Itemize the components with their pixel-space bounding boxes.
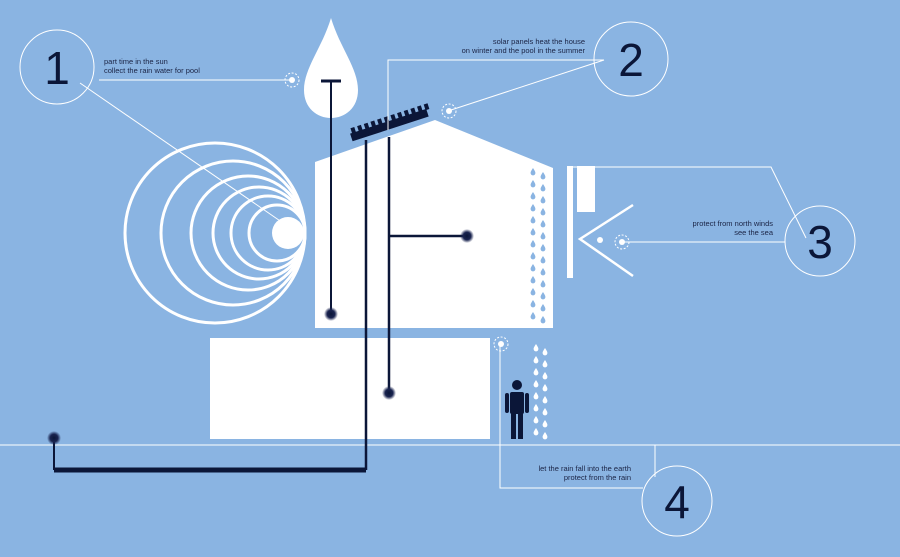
pipe-lines [53, 82, 466, 473]
callout-4-text-line2: protect from the rain [564, 473, 631, 482]
callout-2: 2 solar panels heat the house on winter … [462, 21, 669, 97]
sun-icon [123, 141, 307, 325]
rain-drop-mark [540, 184, 546, 192]
callout-3-text-line2: see the sea [734, 228, 774, 237]
solar-panel-cell [410, 107, 417, 115]
rain-drop-mark [533, 404, 539, 412]
solar-panel-cell [390, 114, 397, 122]
rain-drop-mark [540, 256, 546, 264]
rain-drop-mark [542, 372, 548, 380]
callout-3: 3 protect from north winds see the sea [693, 205, 856, 277]
wind-screen [567, 166, 595, 278]
rain-drop-mark [533, 344, 539, 352]
rain-drop-mark [540, 244, 546, 252]
rain-drop-mark [542, 348, 548, 356]
rain-drop-mark [540, 304, 546, 312]
callout-2-number: 2 [618, 34, 644, 86]
house-body [315, 120, 553, 328]
rain-drop-mark [540, 220, 546, 228]
rain-drop-mark [542, 360, 548, 368]
rain-drop-mark [540, 172, 546, 180]
rain-drop-mark [542, 408, 548, 416]
person-icon [505, 380, 529, 439]
rain-drop-mark [540, 268, 546, 276]
solar-panel-cell [423, 103, 430, 111]
rain-drop-mark [530, 312, 536, 320]
callout-1-text-line1: part time in the sun [104, 57, 168, 66]
rain-drop-mark [530, 264, 536, 272]
solar-panel-cell [370, 120, 377, 128]
rain-drop-mark [530, 240, 536, 248]
rain-drop-mark [533, 380, 539, 388]
rain-drop-mark [530, 204, 536, 212]
rain-drop-mark [540, 196, 546, 204]
rain-drop-mark [533, 368, 539, 376]
solar-panel-cell [357, 124, 363, 132]
callout-3-number: 3 [807, 216, 833, 268]
pipe-endpoints [47, 229, 474, 445]
solar-panel-cell [397, 111, 403, 119]
rain-drop-mark [530, 168, 536, 176]
callout-2-text-line1: solar panels heat the house [493, 37, 585, 46]
callout-1-number: 1 [44, 42, 70, 94]
rain-drop-mark [542, 432, 548, 440]
rain-drop-mark [540, 232, 546, 240]
rain-drop-mark [533, 416, 539, 424]
solar-panel-cell [383, 116, 390, 124]
solar-panel-icon [350, 103, 430, 142]
solar-panel-cell [377, 118, 383, 126]
rain-drop-mark [533, 428, 539, 436]
rain-drop-mark [533, 392, 539, 400]
callout-2-text-line2: on winter and the pool in the summer [462, 46, 586, 55]
callout-4: 4 let the rain fall into the earth prote… [538, 464, 713, 537]
rain-drop-mark [530, 192, 536, 200]
callout-4-number: 4 [664, 476, 690, 528]
rain-drop-mark [530, 216, 536, 224]
callout-1: 1 part time in the sun collect the rain … [19, 29, 200, 105]
rain-drop-icon [304, 18, 358, 118]
rain-drop-mark [530, 180, 536, 188]
rain-drop-mark [542, 384, 548, 392]
rain-drop-mark [530, 288, 536, 296]
callout-4-text-line1: let the rain fall into the earth [538, 464, 631, 473]
rain-drop-mark [530, 228, 536, 236]
callout-1-text-line2: collect the rain water for pool [104, 66, 200, 75]
rain-drop-mark [540, 280, 546, 288]
rain-drop-mark [540, 208, 546, 216]
callout-3-text-line1: protect from north winds [693, 219, 774, 228]
rain-drop-mark [530, 252, 536, 260]
solar-panel-cell [403, 109, 410, 117]
solar-panel-cell [363, 122, 370, 130]
target-marker-icon [284, 72, 630, 352]
solar-panel-cell [350, 127, 357, 134]
rain-drop-mark [542, 420, 548, 428]
rain-drop-mark [540, 292, 546, 300]
rain-drop-mark [530, 300, 536, 308]
rain-drop-mark [540, 316, 546, 324]
rain-drop-mark [530, 276, 536, 284]
rain-drop-mark [533, 356, 539, 364]
wall-rain-pattern [530, 168, 546, 324]
callout-leaders [79, 59, 807, 489]
rain-drop-mark [542, 396, 548, 404]
solar-panel-cell [417, 105, 423, 113]
falling-rain-pattern [533, 344, 548, 440]
pool-block [210, 338, 490, 439]
eye-icon [577, 203, 634, 278]
